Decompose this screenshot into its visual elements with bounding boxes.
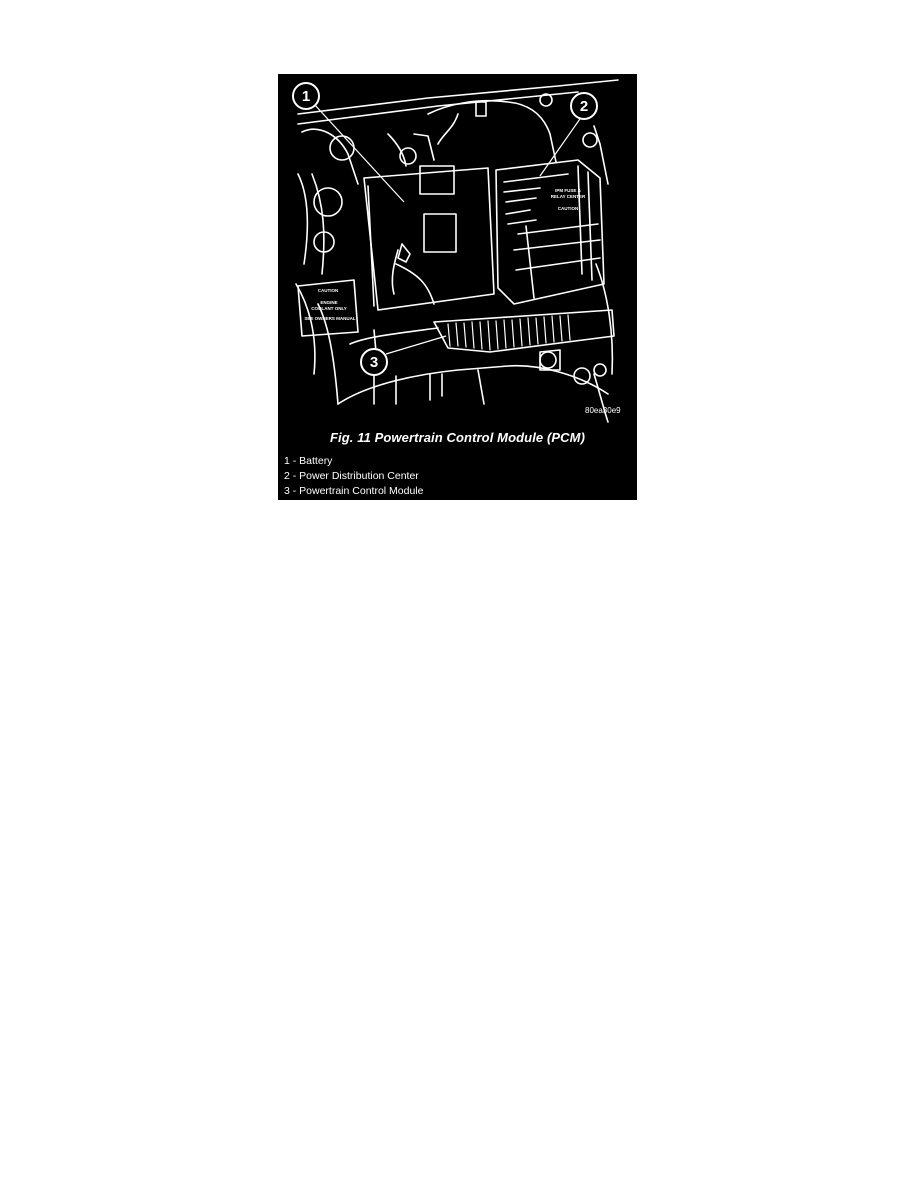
svg-text:IPM FUSE &: IPM FUSE & [555, 188, 582, 193]
legend-item: 2 - Power Distribution Center [284, 470, 419, 482]
callout-3: 3 [360, 348, 388, 376]
svg-text:COOLANT ONLY: COOLANT ONLY [311, 306, 347, 311]
svg-text:CAUTION: CAUTION [318, 288, 339, 293]
image-code: 80ea30e9 [585, 406, 621, 415]
legend-item: 3 - Powertrain Control Module [284, 485, 424, 497]
svg-text:SEE OWNERS MANUAL: SEE OWNERS MANUAL [304, 316, 356, 321]
svg-text:RELAY CENTER: RELAY CENTER [551, 194, 586, 199]
figure-legend: 1 - Battery 2 - Power Distribution Cente… [284, 454, 423, 499]
pcm-figure: CAUTION ENGINE COOLANT ONLY SEE OWNERS M… [278, 74, 637, 500]
figure-caption: Fig. 11 Powertrain Control Module (PCM) [330, 430, 585, 445]
callout-1: 1 [292, 82, 320, 110]
svg-text:ENGINE: ENGINE [320, 300, 337, 305]
svg-text:3: 3 [370, 354, 378, 371]
engine-compartment-illustration: CAUTION ENGINE COOLANT ONLY SEE OWNERS M… [278, 74, 637, 424]
svg-text:2: 2 [580, 98, 588, 115]
legend-item: 1 - Battery [284, 455, 333, 467]
svg-text:CAUTION: CAUTION [558, 206, 579, 211]
svg-text:1: 1 [302, 88, 310, 105]
callout-2: 2 [570, 92, 598, 120]
